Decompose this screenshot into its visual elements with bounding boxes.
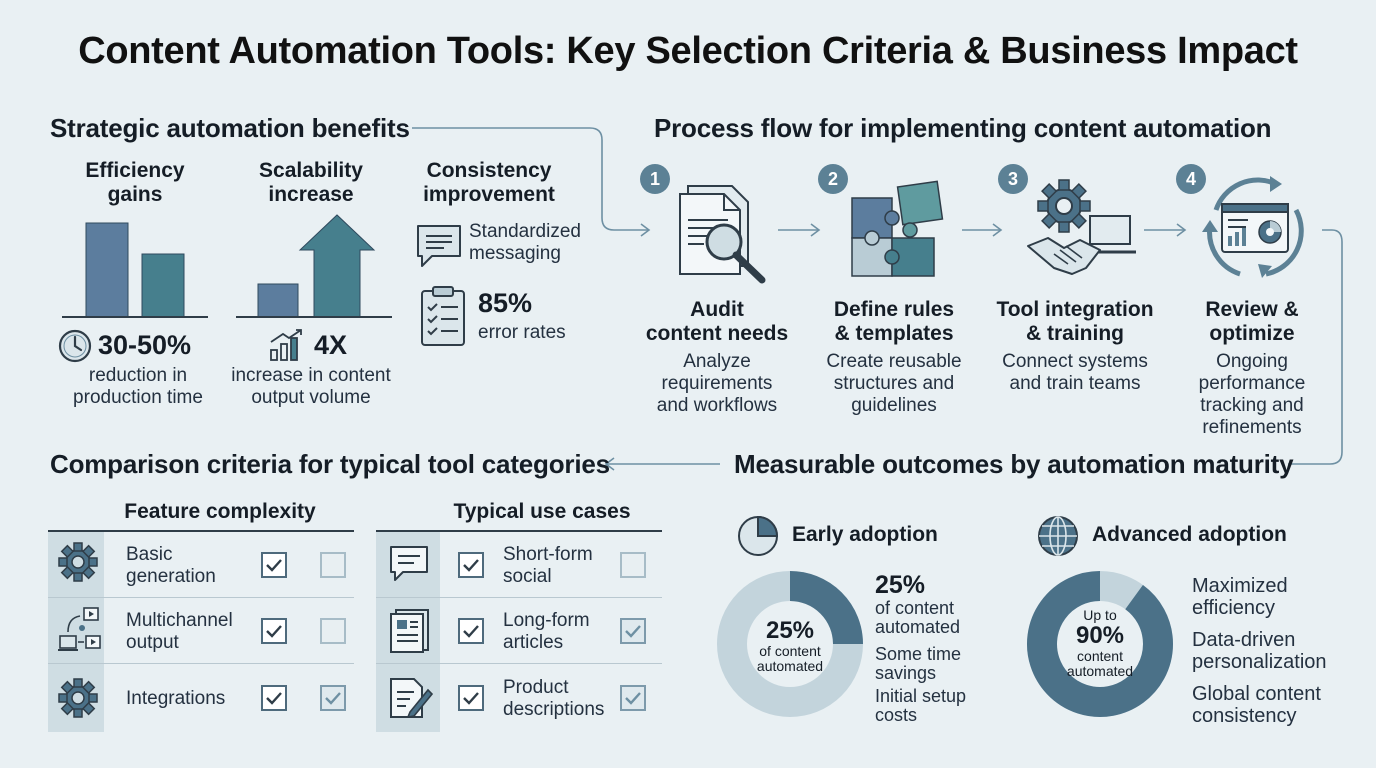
table-row xyxy=(376,532,662,598)
checkbox-short-form-primary[interactable] xyxy=(458,552,484,578)
page-title: Content Automation Tools: Key Selection … xyxy=(78,30,1298,72)
early-side-stats: 25% of content automated xyxy=(875,571,961,637)
table-row xyxy=(48,598,354,664)
globe-icon xyxy=(1038,516,1078,556)
checkbox-long-form-primary[interactable] xyxy=(458,618,484,644)
speech-bubble-icon xyxy=(417,225,461,267)
feature-label-integrations: Integrations xyxy=(126,688,226,709)
checkbox-basic-primary[interactable] xyxy=(261,552,287,578)
step-2-title: Define rules& templates xyxy=(833,298,955,345)
checkbox-basic-advanced[interactable] xyxy=(320,552,346,578)
scalability-arrow-chart xyxy=(236,214,392,318)
checkbox-multichannel-advanced[interactable] xyxy=(320,618,346,644)
checkbox-short-form-advanced[interactable] xyxy=(620,552,646,578)
early-donut-segment xyxy=(789,571,863,645)
table-row xyxy=(376,598,662,664)
use-cases-header: Typical use cases xyxy=(453,500,631,523)
comparison-heading: Comparison criteria for typical tool cat… xyxy=(50,449,610,479)
multichannel-devices-icon xyxy=(58,607,101,651)
efficiency-bar-chart xyxy=(62,222,208,318)
integrations-gear-icon xyxy=(58,678,98,718)
step-4-badge: 4 xyxy=(1176,164,1206,194)
clock-icon xyxy=(58,329,92,363)
error-rate-value: 85% xyxy=(478,288,533,318)
feature-complexity-header: Feature complexity xyxy=(124,500,316,523)
clipboard-checklist-icon xyxy=(421,286,465,346)
checkbox-product-primary[interactable] xyxy=(458,685,484,711)
gear-handshake-icon xyxy=(1027,179,1136,275)
gear-icon xyxy=(58,542,98,582)
table-row xyxy=(48,532,354,598)
step-4-title: Review &optimize xyxy=(1205,298,1299,345)
checkbox-multichannel-primary[interactable] xyxy=(261,618,287,644)
optimize-cycle-icon xyxy=(1202,176,1304,278)
step-3-title: Tool integration& training xyxy=(996,298,1154,345)
early-adoption-donut xyxy=(717,571,863,717)
checkbox-long-form-advanced[interactable] xyxy=(620,618,646,644)
document-search-icon xyxy=(679,185,766,284)
early-adoption-title: Early adoption xyxy=(792,523,938,546)
usecase-header-rule xyxy=(376,530,662,532)
edit-document-icon xyxy=(390,678,434,719)
advanced-donut-center-label: Up to 90% content automated xyxy=(1066,607,1134,679)
outcomes-heading: Measurable outcomes by automation maturi… xyxy=(734,449,1294,479)
advanced-adoption-title: Advanced adoption xyxy=(1092,523,1287,546)
puzzle-pieces-icon xyxy=(851,180,944,277)
error-rate-label: error rates xyxy=(478,322,566,343)
feature-header-rule xyxy=(48,530,354,532)
efficiency-value: 30-50% xyxy=(98,330,192,360)
process-heading: Process flow for implementing content au… xyxy=(654,113,1272,143)
article-document-icon xyxy=(390,609,429,653)
growth-chart-icon xyxy=(270,329,302,361)
checkbox-integrations-advanced[interactable] xyxy=(320,685,346,711)
advanced-donut-segment xyxy=(1027,571,1173,717)
step-2-badge: 2 xyxy=(818,164,848,194)
benefits-heading: Strategic automation benefits xyxy=(50,113,410,143)
scalability-value: 4X xyxy=(314,330,348,360)
step-1-badge: 1 xyxy=(640,164,670,194)
pie-quarter-icon xyxy=(738,515,779,556)
checkbox-integrations-primary[interactable] xyxy=(261,685,287,711)
early-donut-center-label: 25% of content automated xyxy=(756,617,824,674)
advanced-adoption-donut xyxy=(1027,571,1173,717)
chat-bubble-icon xyxy=(390,546,428,581)
step-3-badge: 3 xyxy=(998,164,1028,194)
checkbox-product-advanced[interactable] xyxy=(620,685,646,711)
